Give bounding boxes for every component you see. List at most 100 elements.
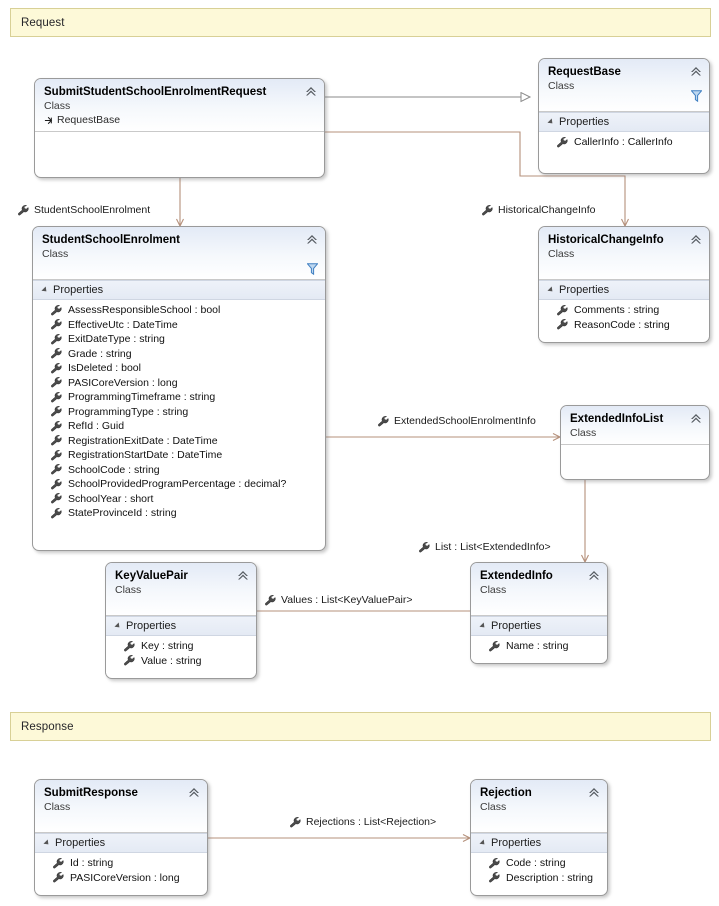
association-label-text: HistoricalChangeInfo [498, 204, 596, 216]
member-row[interactable]: Comments : string [539, 303, 709, 318]
member-row[interactable]: PASICoreVersion : long [33, 376, 325, 391]
class-title: ExtendedInfo [480, 570, 553, 582]
member-row[interactable]: RegistrationStartDate : DateTime [33, 448, 325, 463]
collapse-chevron-icon[interactable] [588, 787, 600, 798]
class-box-historical-change-info[interactable]: HistoricalChangeInfo Class Properties Co… [538, 226, 710, 343]
class-box-submit-student-school-enrolment-request[interactable]: SubmitStudentSchoolEnrolmentRequest Clas… [34, 78, 325, 178]
section-label-response: Response [21, 720, 74, 733]
class-empty-body [35, 132, 324, 162]
member-row[interactable]: IsDeleted : bool [33, 361, 325, 376]
member-row[interactable]: SchoolCode : string [33, 463, 325, 478]
group-header-properties[interactable]: Properties [539, 280, 709, 300]
member-row[interactable]: RegistrationExitDate : DateTime [33, 434, 325, 449]
property-wrench-icon [18, 204, 29, 215]
class-kind: Class [115, 584, 142, 596]
filter-funnel-icon[interactable] [307, 263, 318, 275]
member-row[interactable]: Description : string [471, 871, 607, 886]
member-label: Name : string [506, 640, 569, 653]
member-row[interactable]: SchoolProvidedProgramPercentage : decima… [33, 477, 325, 492]
group-header-properties[interactable]: Properties [471, 833, 607, 853]
member-row[interactable]: Name : string [471, 639, 607, 654]
class-box-request-base[interactable]: RequestBase Class Properties CallerInfo … [538, 58, 710, 174]
member-row[interactable]: Id : string [35, 856, 207, 871]
class-box-submit-response[interactable]: SubmitResponse Class Properties Id : str… [34, 779, 208, 896]
expander-triangle-icon[interactable] [479, 622, 487, 630]
collapse-chevron-icon[interactable] [188, 787, 200, 798]
member-label: IsDeleted : bool [68, 362, 141, 375]
class-body: Properties AssessResponsibleSchool : boo… [33, 280, 325, 526]
member-label: AssessResponsibleSchool : bool [68, 304, 221, 317]
member-row[interactable]: ProgrammingType : string [33, 405, 325, 420]
collapse-chevron-icon[interactable] [690, 66, 702, 77]
member-row[interactable]: StateProvinceId : string [33, 506, 325, 521]
member-label: ProgrammingType : string [68, 405, 189, 418]
class-kind: Class [480, 584, 507, 596]
member-row[interactable]: RefId : Guid [33, 419, 325, 434]
filter-funnel-icon[interactable] [691, 90, 702, 102]
member-row[interactable]: AssessResponsibleSchool : bool [33, 303, 325, 318]
property-wrench-icon [482, 204, 493, 215]
member-row[interactable]: ReasonCode : string [539, 318, 709, 333]
section-banner-response: Response [10, 712, 711, 741]
member-label: Key : string [141, 640, 194, 653]
member-row[interactable]: SchoolYear : short [33, 492, 325, 507]
expander-triangle-icon[interactable] [479, 839, 487, 847]
member-row[interactable]: ProgrammingTimeframe : string [33, 390, 325, 405]
collapse-chevron-icon[interactable] [305, 86, 317, 97]
member-row[interactable]: Value : string [106, 654, 256, 669]
member-row[interactable]: PASICoreVersion : long [35, 871, 207, 886]
class-header: StudentSchoolEnrolment Class [33, 227, 325, 280]
group-label: Properties [491, 837, 542, 849]
member-label: Value : string [141, 654, 202, 667]
property-wrench-icon [557, 304, 568, 316]
class-box-extended-info[interactable]: ExtendedInfo Class Properties Name : str… [470, 562, 608, 664]
member-list: AssessResponsibleSchool : bool Effective… [33, 300, 325, 526]
group-header-properties[interactable]: Properties [33, 280, 325, 300]
collapse-chevron-icon[interactable] [306, 234, 318, 245]
class-box-extended-info-list[interactable]: ExtendedInfoList Class [560, 405, 710, 480]
member-row[interactable]: CallerInfo : CallerInfo [539, 135, 709, 150]
collapse-chevron-icon[interactable] [690, 234, 702, 245]
association-label-list-extended-info: List : List<ExtendedInfo> [419, 541, 551, 553]
association-label-historical-change-info: HistoricalChangeInfo [482, 204, 595, 216]
class-title: Rejection [480, 787, 532, 799]
member-row[interactable]: Code : string [471, 856, 607, 871]
class-header: KeyValuePair Class [106, 563, 256, 616]
property-wrench-icon [290, 816, 301, 827]
class-header: Rejection Class [471, 780, 607, 833]
member-row[interactable]: Grade : string [33, 347, 325, 362]
group-header-properties[interactable]: Properties [35, 833, 207, 853]
member-list: Comments : string ReasonCode : string [539, 300, 709, 337]
class-body: Properties CallerInfo : CallerInfo [539, 112, 709, 155]
association-label-text: StudentSchoolEnrolment [34, 204, 151, 216]
member-label: ExitDateType : string [68, 333, 165, 346]
expander-triangle-icon[interactable] [43, 839, 51, 847]
collapse-chevron-icon[interactable] [237, 570, 249, 581]
expander-triangle-icon[interactable] [114, 622, 122, 630]
class-box-rejection[interactable]: Rejection Class Properties Code : string… [470, 779, 608, 896]
class-body [561, 445, 709, 473]
member-list: Code : string Description : string [471, 853, 607, 890]
expander-triangle-icon[interactable] [41, 286, 49, 294]
class-kind: Class [570, 427, 597, 439]
property-wrench-icon [51, 362, 62, 374]
expander-triangle-icon[interactable] [547, 118, 555, 126]
property-wrench-icon [53, 857, 64, 869]
class-base-label: RequestBase [57, 114, 121, 126]
group-header-properties[interactable]: Properties [471, 616, 607, 636]
member-row[interactable]: ExitDateType : string [33, 332, 325, 347]
group-header-properties[interactable]: Properties [106, 616, 256, 636]
class-kind: Class [42, 248, 69, 260]
expander-triangle-icon[interactable] [547, 286, 555, 294]
class-box-student-school-enrolment[interactable]: StudentSchoolEnrolment Class Properties … [32, 226, 326, 551]
group-header-properties[interactable]: Properties [539, 112, 709, 132]
inheritance-arrow-icon [44, 116, 52, 125]
member-row[interactable]: EffectiveUtc : DateTime [33, 318, 325, 333]
member-row[interactable]: Key : string [106, 639, 256, 654]
property-wrench-icon [51, 493, 62, 504]
property-wrench-icon [489, 872, 500, 883]
class-empty-body [561, 445, 709, 473]
collapse-chevron-icon[interactable] [690, 413, 702, 424]
class-box-key-value-pair[interactable]: KeyValuePair Class Properties Key : stri… [105, 562, 257, 679]
collapse-chevron-icon[interactable] [588, 570, 600, 581]
